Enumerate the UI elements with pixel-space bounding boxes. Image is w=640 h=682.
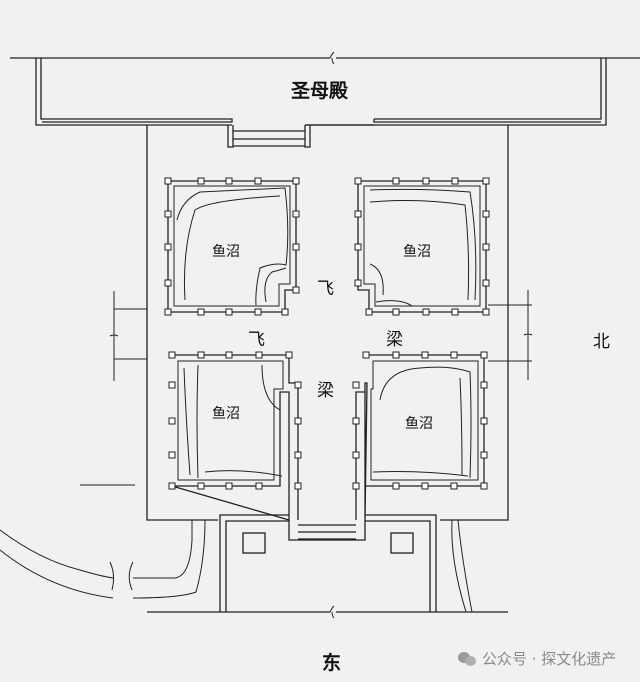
- pathways: [0, 519, 473, 613]
- bridge-steps: [288, 520, 366, 541]
- watermark: 公众号 · 探文化遗产: [458, 648, 616, 669]
- front-terrace: [219, 514, 437, 612]
- watermark-text: 公众号 · 探文化遗产: [482, 650, 617, 668]
- direction-east-label: 东: [322, 652, 342, 674]
- bridge-label-fei-vertical: 飞: [317, 279, 334, 299]
- pond-label-top-right: 鱼沼: [403, 244, 431, 260]
- hall-outline: [35, 58, 607, 148]
- bridge-label-liang-horizontal: 梁: [386, 330, 403, 350]
- pond-top-left: [164, 177, 300, 316]
- pond-label-bottom-left: 鱼沼: [212, 406, 240, 422]
- pond-bottom-right: [352, 351, 488, 521]
- pond-bottom-left: [168, 351, 302, 521]
- bridge-label-liang-vertical: 梁: [317, 381, 334, 401]
- west-dimension-mark: [109, 291, 147, 381]
- hall-label: 圣母殿: [291, 80, 349, 102]
- bridge-label-fei-horizontal: 飞: [248, 330, 265, 350]
- bottom-boundary-line: [147, 605, 508, 619]
- pond-top-right: [354, 177, 490, 316]
- pond-label-bottom-right: 鱼沼: [405, 416, 433, 432]
- courtyard-platform: [146, 125, 509, 521]
- direction-north-label: 北: [593, 332, 610, 352]
- north-dimension-mark: [488, 290, 533, 380]
- top-boundary-line: [10, 51, 640, 65]
- pond-label-top-left: 鱼沼: [212, 244, 240, 260]
- wechat-icon: [458, 651, 476, 666]
